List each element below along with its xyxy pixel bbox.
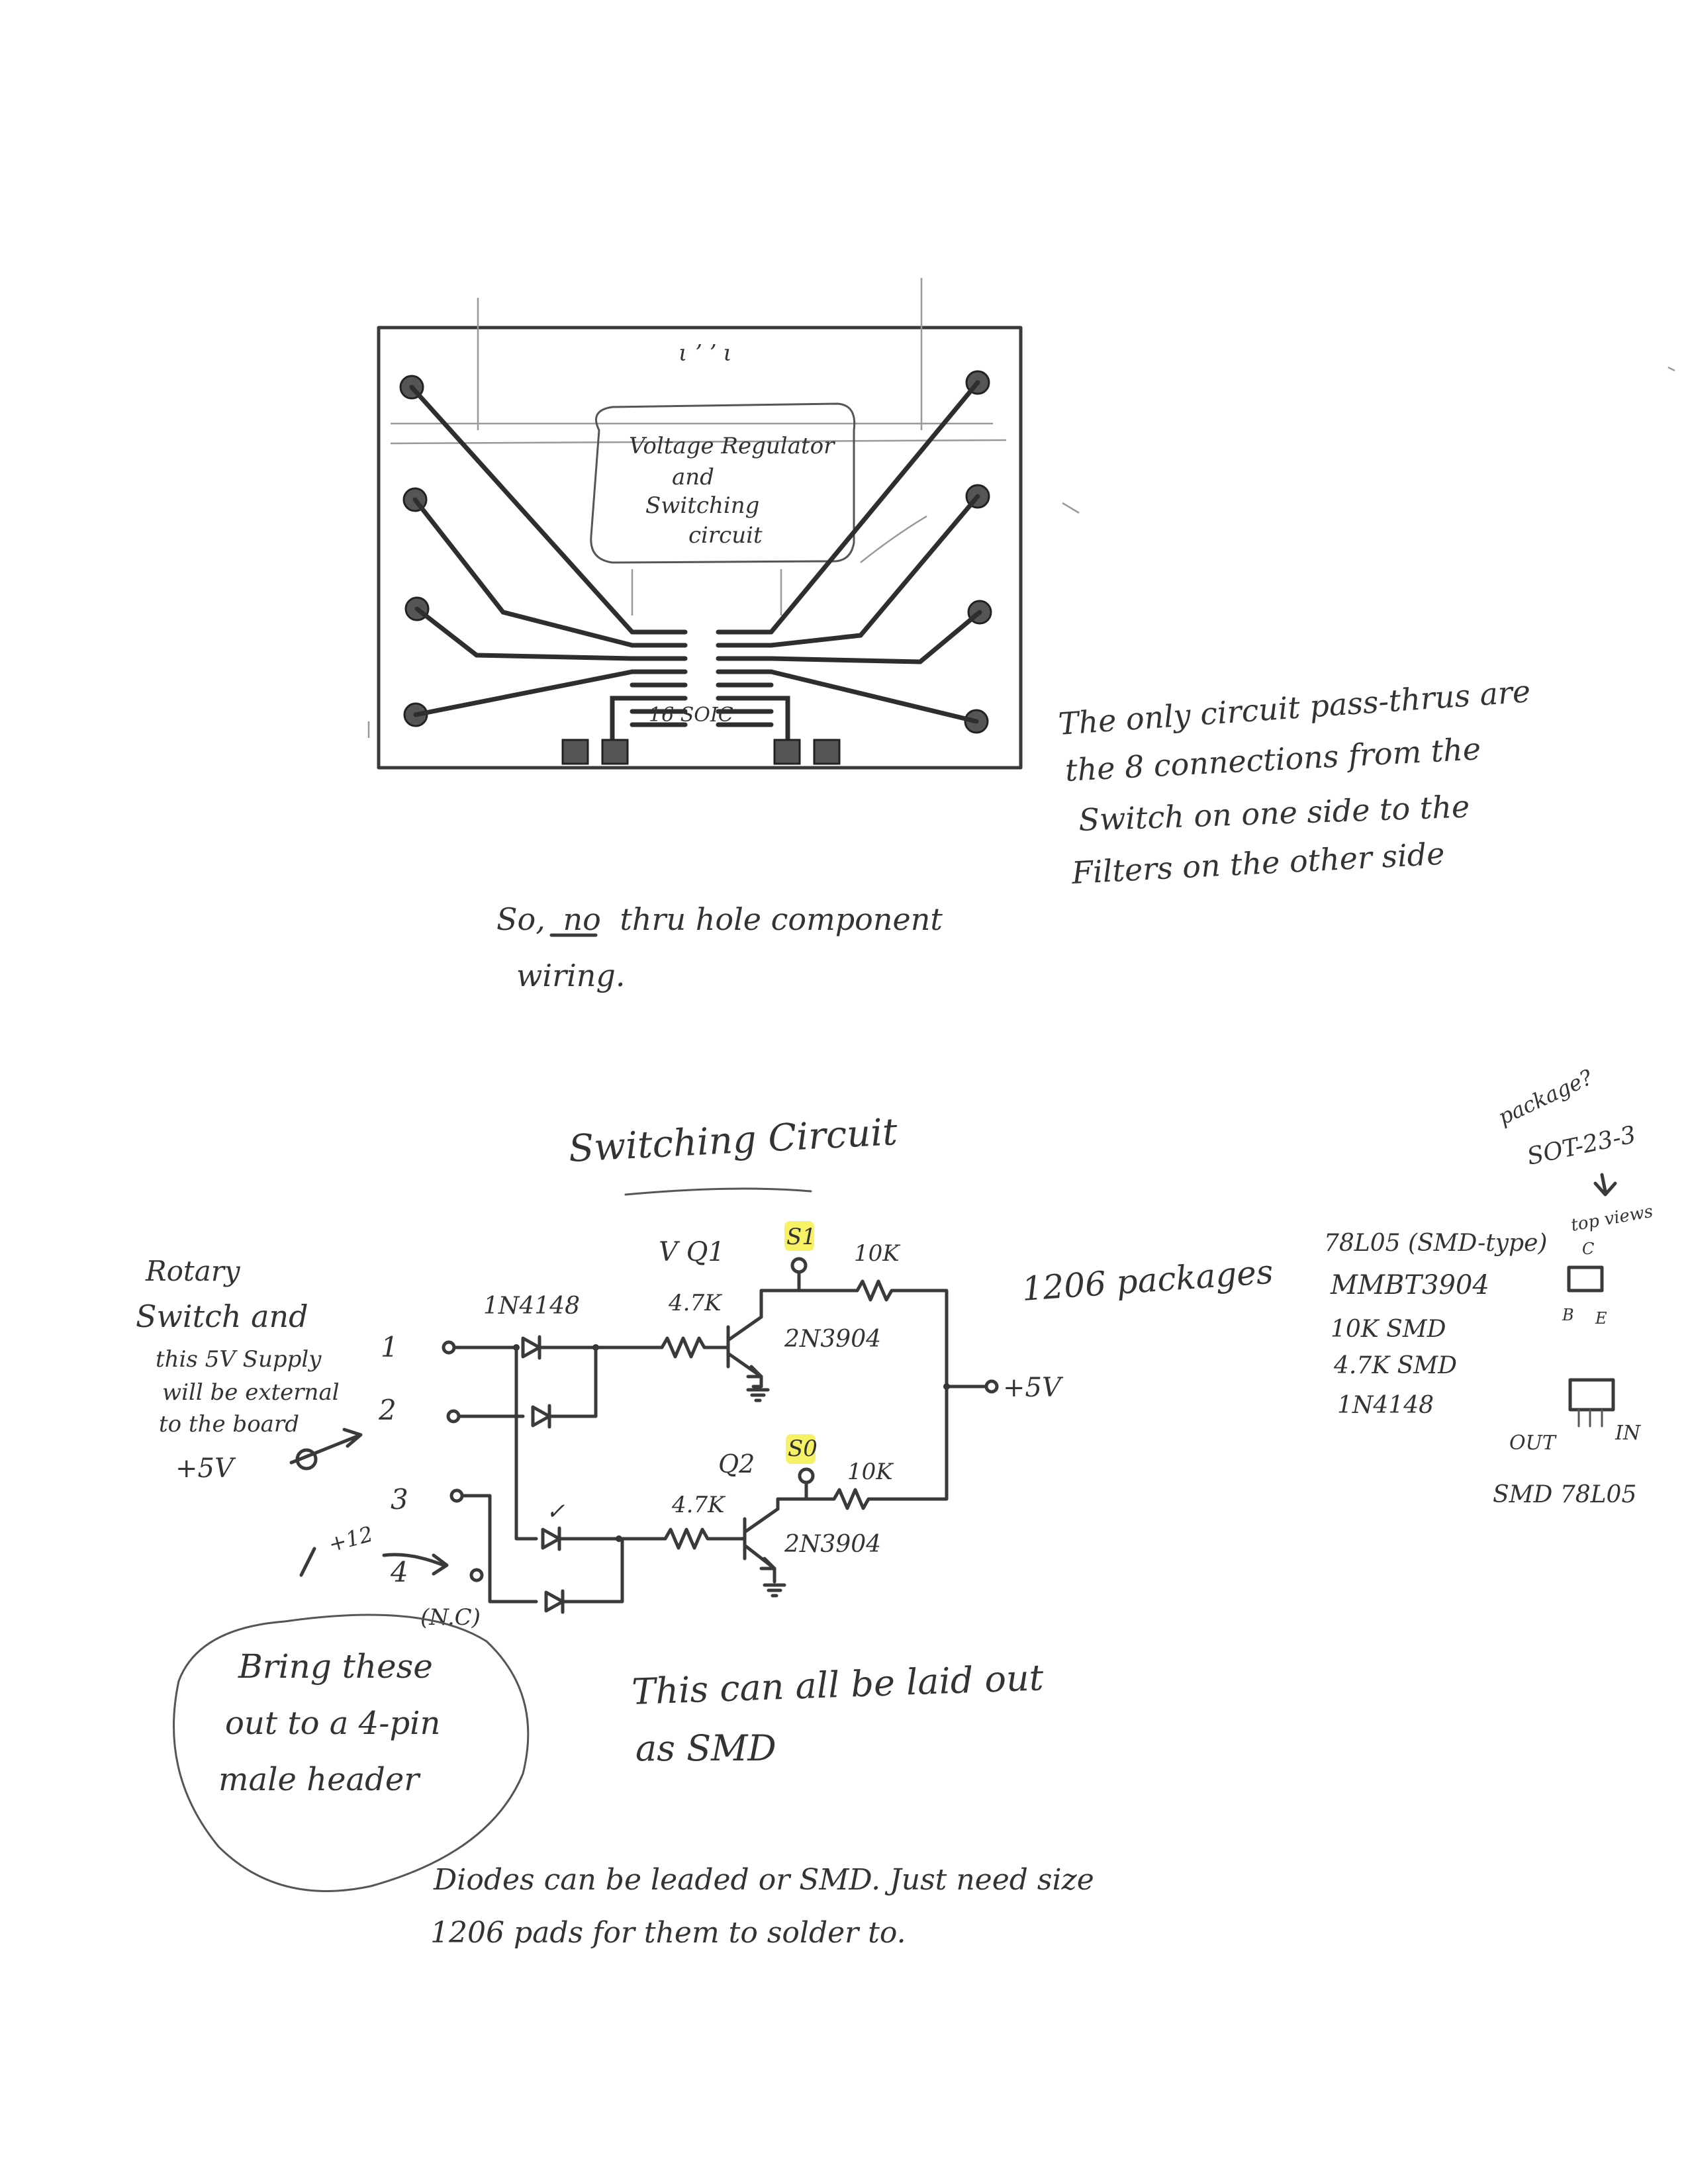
- passthru-line-2: the 8 connections from the: [1064, 731, 1482, 788]
- diode-d4: [544, 1589, 565, 1614]
- pin-b: B: [1562, 1306, 1574, 1324]
- part-5: 1N4148: [1337, 1392, 1434, 1419]
- thru-hole-note: So, no thru hole component wiring.: [496, 901, 943, 993]
- transistor-2-label: 2N3904: [784, 1531, 881, 1558]
- diode-d1: [521, 1335, 541, 1360]
- reg-package: [1568, 1378, 1615, 1412]
- rotary-note: Rotary Switch and this 5V Supply will be…: [136, 1255, 363, 1484]
- diode-d3: [541, 1526, 561, 1551]
- tick-marks: ι ʼ ʼ ι: [679, 340, 732, 367]
- diode-d2: [531, 1404, 551, 1429]
- sot-note: package? SOT-23-3 top views C B E OUT IN…: [1493, 1064, 1654, 1508]
- resistor-r4: [806, 1385, 949, 1510]
- transistor-q2: [743, 1507, 780, 1570]
- bubble-line-2: out to a 4-pin: [225, 1705, 440, 1742]
- part-4: 4.7K SMD: [1333, 1352, 1457, 1379]
- diode-label: 1N4148: [483, 1293, 580, 1320]
- top-views-label: top views: [1570, 1202, 1654, 1236]
- smd-line-1: This can all be laid out: [631, 1657, 1044, 1713]
- sot-line-2: SOT-23-3: [1524, 1121, 1638, 1171]
- part-3: 10K SMD: [1331, 1316, 1446, 1343]
- thru-hole-prefix: So,: [496, 901, 545, 937]
- bubble-line-3: male header: [218, 1761, 421, 1798]
- passthru-note: The only circuit pass-thrus are the 8 co…: [1057, 673, 1532, 891]
- sot23-package: [1567, 1265, 1604, 1293]
- regulator-block: [590, 402, 856, 564]
- board-outline: [377, 326, 1023, 770]
- transistor-q1: [726, 1315, 763, 1379]
- thru-hole-line-2: wiring.: [516, 958, 625, 993]
- ic-label: 16 SOIC: [649, 704, 733, 727]
- supply-label: +5V: [1003, 1373, 1064, 1403]
- rotary-line-3: this 5V Supply: [156, 1346, 322, 1373]
- block-label-3: Switching: [645, 492, 759, 519]
- rotary-plus5v: +5V: [175, 1453, 236, 1484]
- resistor-r2: [617, 1527, 747, 1550]
- q2-circuit: ✓ 4.7K Q2 2N3904 S0 10K: [460, 1385, 949, 1614]
- input-1-label: 1: [381, 1331, 399, 1363]
- resistor-r1: [594, 1336, 730, 1359]
- input-3-label: 3: [391, 1483, 408, 1516]
- reg-out: OUT: [1509, 1432, 1557, 1455]
- package-note: 1206 packages: [1021, 1253, 1274, 1308]
- bottom-pad-1: [561, 739, 589, 765]
- q1-circuit: 4.7K V Q1 2N3904 S1 10K: [452, 1221, 949, 1429]
- reg-in: IN: [1615, 1422, 1642, 1445]
- resistor-r3: [799, 1279, 949, 1388]
- out-s1-label: S1: [786, 1224, 816, 1250]
- q2-label: Q2: [718, 1449, 755, 1479]
- rotary-line-1: Rotary: [145, 1255, 241, 1287]
- rotary-line-5: to the board: [159, 1411, 299, 1437]
- reg-label: SMD 78L05: [1493, 1481, 1636, 1508]
- thru-hole-suffix: thru hole component: [620, 901, 943, 937]
- thru-hole-emphasis: no: [563, 901, 600, 937]
- header-arrow-label: +12: [326, 1522, 375, 1557]
- pin-e: E: [1595, 1309, 1607, 1328]
- bottom-pad-2: [601, 739, 629, 765]
- smd-line-2: as SMD: [635, 1727, 776, 1769]
- part-1: 78L05 (SMD-type): [1324, 1230, 1547, 1257]
- block-label-2: and: [672, 464, 714, 490]
- bubble-line-1: Bring these: [238, 1647, 433, 1686]
- block-label-1: Voltage Regulator: [629, 433, 835, 459]
- pin-c: C: [1582, 1240, 1594, 1258]
- out-s0-label: S0: [788, 1435, 818, 1462]
- checkmark: ✓: [546, 1498, 565, 1525]
- bottom-pad-3: [773, 739, 801, 765]
- diodes-line-1: Diodes can be leaded or SMD. Just need s…: [433, 1863, 1094, 1897]
- nc-label: (N.C): [420, 1604, 481, 1631]
- r-base-2-label: 4.7K: [671, 1492, 726, 1518]
- soic-footprint: [630, 629, 774, 727]
- switching-title: Switching Circuit: [567, 1111, 898, 1171]
- svg-text:So, no thru hole c: So, no thru hole component: [496, 901, 943, 937]
- bottom-pad-4: [813, 739, 841, 765]
- board-sketch: ι ʼ ʼ ι Voltage Regulator and Switching …: [377, 278, 1080, 770]
- sot-line-1: package?: [1494, 1064, 1597, 1130]
- r-base-1-label: 4.7K: [668, 1290, 723, 1316]
- input-4-label: 4: [390, 1556, 408, 1588]
- transistor-1-label: 2N3904: [784, 1326, 881, 1353]
- diodes-line-2: 1206 pads for them to solder to.: [430, 1916, 906, 1950]
- input-2-label: 2: [378, 1394, 397, 1426]
- parts-list: 78L05 (SMD-type) MMBT3904 10K SMD 4.7K S…: [1324, 1230, 1547, 1419]
- rotary-line-2: Switch and: [136, 1298, 308, 1334]
- block-label-4: circuit: [688, 522, 763, 549]
- r-coll-2-label: 10K: [847, 1459, 894, 1485]
- passthru-line-4: Filters on the other side: [1070, 836, 1446, 891]
- part-2: MMBT3904: [1330, 1270, 1489, 1300]
- rotary-line-4: will be external: [162, 1379, 340, 1406]
- r-coll-1-label: 10K: [854, 1240, 901, 1267]
- passthru-line-3: Switch on one side to the: [1078, 788, 1470, 838]
- q1-label: V Q1: [659, 1237, 725, 1267]
- header-bubble: Bring these out to a 4-pin male header: [173, 1614, 530, 1892]
